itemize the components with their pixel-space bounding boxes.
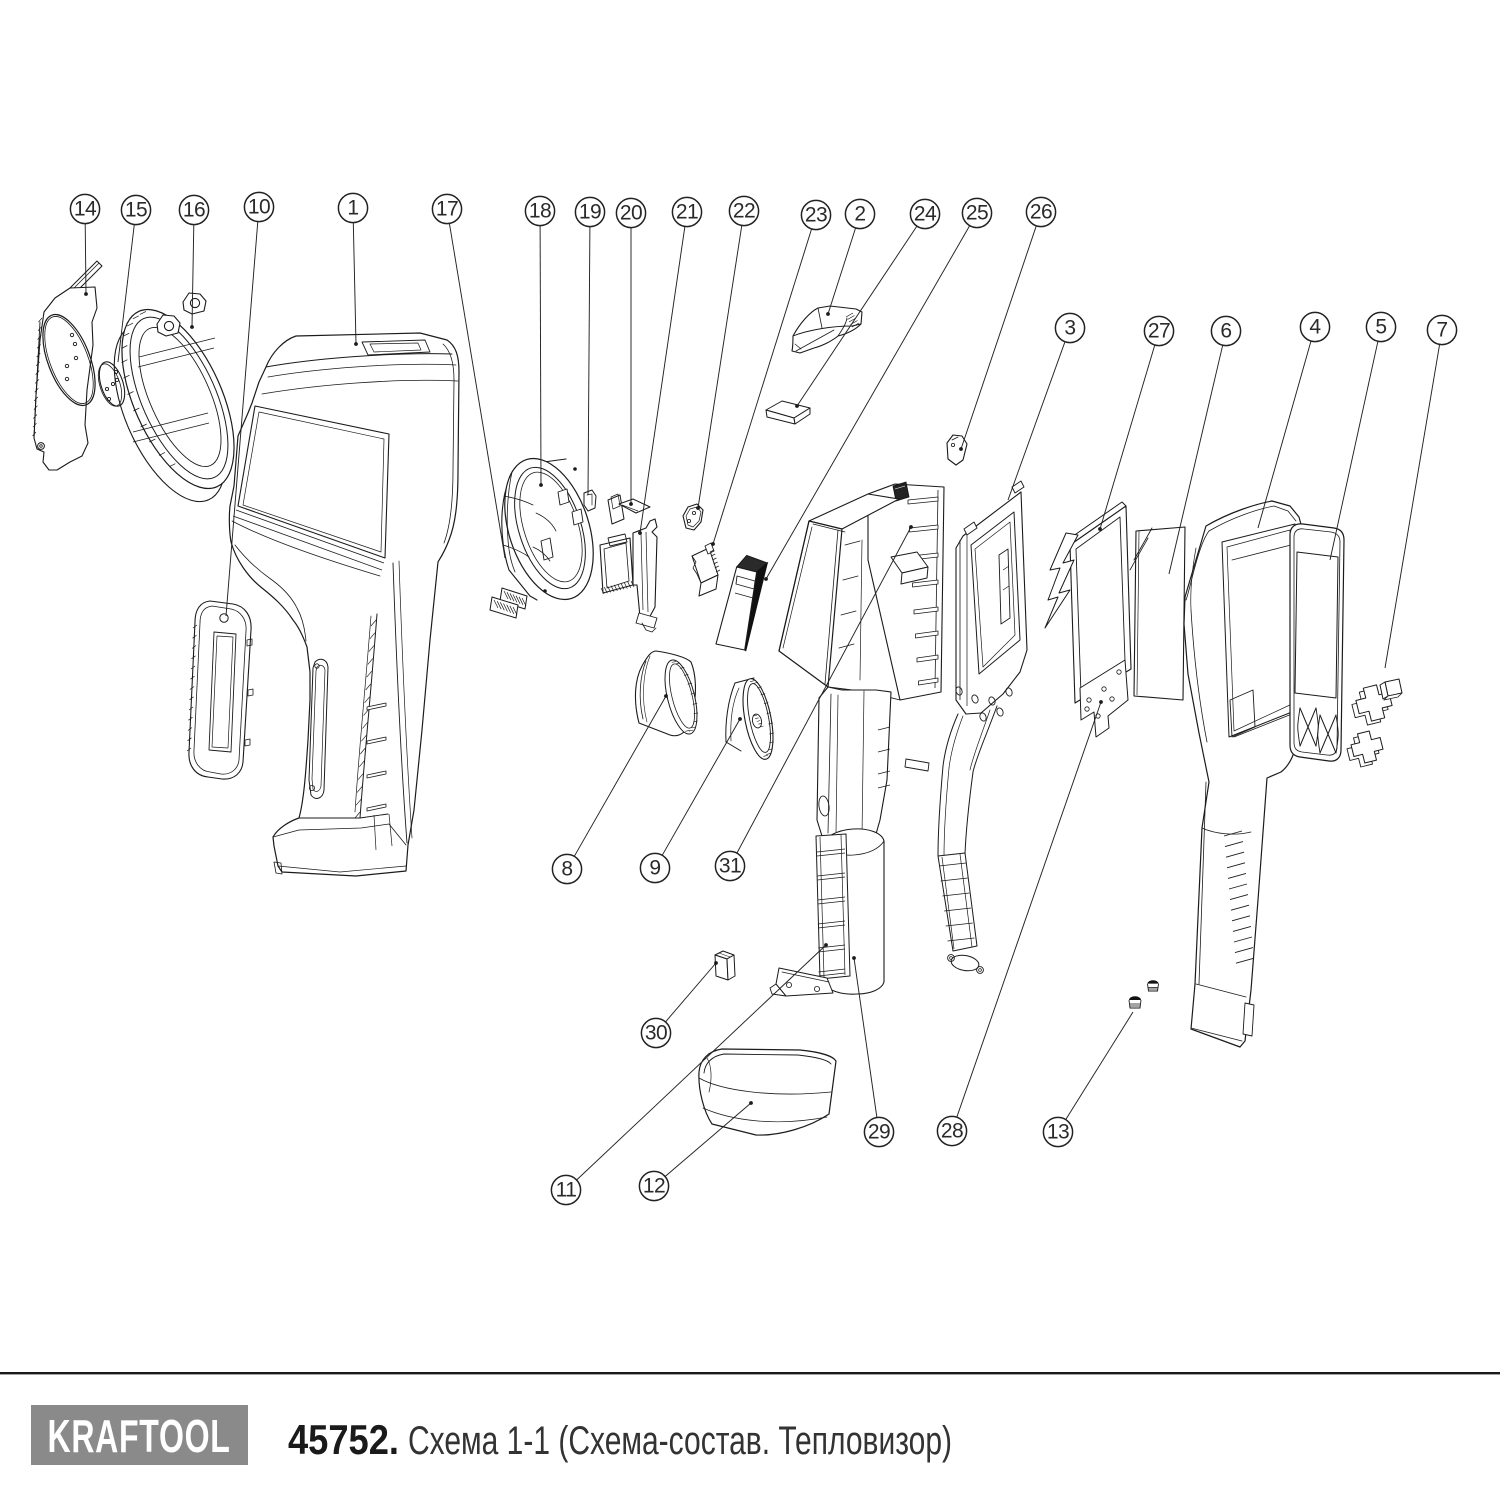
svg-text:21: 21 [676, 201, 698, 224]
svg-text:16: 16 [183, 199, 205, 222]
svg-text:15: 15 [125, 199, 147, 222]
svg-text:29: 29 [868, 1121, 890, 1144]
svg-text:3: 3 [1064, 317, 1075, 340]
svg-text:25: 25 [966, 202, 988, 225]
svg-text:10: 10 [248, 196, 270, 219]
svg-text:18: 18 [529, 200, 551, 223]
svg-text:7: 7 [1436, 319, 1447, 342]
svg-text:19: 19 [579, 201, 601, 224]
svg-text:45752.: 45752. [288, 1416, 399, 1463]
svg-text:Схема 1-1 (Схема-состав. Тепло: Схема 1-1 (Схема-состав. Тепловизор) [408, 1419, 952, 1463]
svg-text:30: 30 [645, 1022, 667, 1045]
svg-text:26: 26 [1030, 201, 1052, 224]
svg-text:17: 17 [436, 198, 458, 221]
svg-text:5: 5 [1375, 316, 1386, 339]
svg-text:8: 8 [561, 858, 572, 881]
svg-text:12: 12 [643, 1175, 665, 1198]
svg-text:22: 22 [733, 200, 755, 223]
svg-text:6: 6 [1220, 320, 1231, 343]
svg-text:KRAFTOOL: KRAFTOOL [48, 1410, 231, 1462]
svg-text:4: 4 [1309, 316, 1321, 339]
svg-text:11: 11 [556, 1179, 577, 1202]
svg-text:14: 14 [74, 198, 97, 221]
svg-text:20: 20 [620, 202, 642, 225]
svg-text:24: 24 [914, 203, 937, 226]
svg-text:27: 27 [1148, 320, 1170, 343]
svg-text:1: 1 [347, 197, 358, 220]
svg-text:31: 31 [719, 855, 741, 878]
svg-text:9: 9 [649, 857, 660, 880]
svg-text:2: 2 [854, 203, 865, 226]
svg-text:28: 28 [941, 1120, 963, 1143]
svg-text:23: 23 [805, 204, 827, 227]
svg-text:13: 13 [1047, 1121, 1069, 1144]
